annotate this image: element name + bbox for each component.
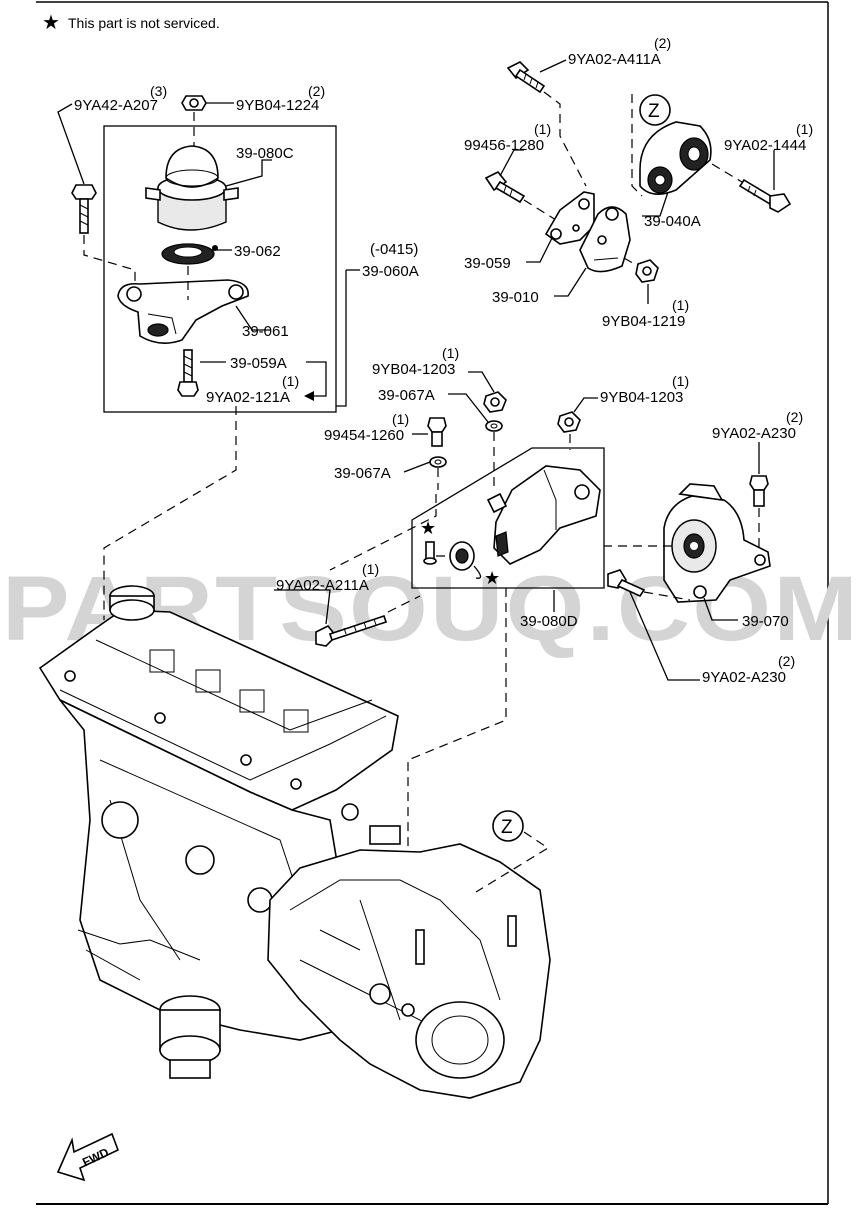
bolt-9ya02-a230-top xyxy=(749,475,769,507)
label-39-080c: 39-080C xyxy=(236,145,294,162)
rubber-mount-39-080c xyxy=(145,145,239,231)
view-z-marker-bottom: Z xyxy=(492,810,524,842)
bolt-99454-1260 xyxy=(427,417,447,447)
label-39-067a-top: 39-067A xyxy=(378,387,435,404)
view-z-label-bottom: Z xyxy=(501,817,513,838)
group-box-39-060a xyxy=(103,125,337,413)
label-9ya02-a211a: 9YA02-A211A xyxy=(276,577,369,594)
stopper-39-062 xyxy=(161,243,218,265)
label-9ya02-a230-top: 9YA02-A230 xyxy=(712,425,796,442)
nut-9yb04-1219 xyxy=(635,259,659,283)
label-9yb04-1224: 9YB04-1224 xyxy=(236,97,319,114)
nut-9yb04-1203-left xyxy=(483,391,507,413)
torque-rod-39-040a xyxy=(639,121,712,195)
bolt-9ya02-a411a xyxy=(506,61,546,94)
label-39-061: 39-061 xyxy=(242,323,289,340)
label-9yb04-1203-left: 9YB04-1203 xyxy=(372,361,455,378)
label-0415: (-0415) xyxy=(370,241,418,258)
qty-9ya02-a411a: (2) xyxy=(654,35,671,51)
label-39-070: 39-070 xyxy=(742,613,789,630)
qty-9ya42-a207: (3) xyxy=(150,83,167,99)
bracket-39-061 xyxy=(117,279,249,344)
bracket-39-080d xyxy=(486,465,601,565)
label-39-040a: 39-040A xyxy=(644,213,701,230)
washer-39-067a-top xyxy=(485,420,503,432)
qty-9ya02-a211a: (1) xyxy=(362,561,379,577)
group-box-39-080d xyxy=(411,447,605,589)
qty-9ya02-a230-bottom: (2) xyxy=(778,653,795,669)
qty-9ya02-a230-top: (2) xyxy=(786,409,803,425)
qty-99456-1280: (1) xyxy=(534,121,551,137)
label-39-059: 39-059 xyxy=(464,255,511,272)
stud-bolt-39-059a xyxy=(177,349,199,397)
label-9yb04-1203-right: 9YB04-1203 xyxy=(600,389,683,406)
label-9ya02-1444: 9YA02-1444 xyxy=(724,137,806,154)
label-39-067a-bottom: 39-067A xyxy=(334,465,391,482)
nut-9yb04-1203-right xyxy=(557,411,581,433)
bolt-9ya02-1444 xyxy=(738,178,792,213)
qty-9yb04-1203-right: (1) xyxy=(672,373,689,389)
view-z-label-top: Z xyxy=(648,101,660,122)
washer-39-067a-bottom xyxy=(429,456,447,468)
qty-99454-1260: (1) xyxy=(392,411,409,427)
qty-9yb04-1203-left: (1) xyxy=(442,345,459,361)
qty-9ya02-1444: (1) xyxy=(796,121,813,137)
label-9ya42-a207: 9YA42-A207 xyxy=(74,97,158,114)
qty-9yb04-1224: (2) xyxy=(308,83,325,99)
bolt-9ya02-a211a xyxy=(315,614,388,647)
bolt-9ya42-a207 xyxy=(71,184,97,234)
bolt-9ya02-a230-bottom xyxy=(607,569,646,598)
fwd-direction-arrow: FWD xyxy=(56,1132,120,1182)
bracket-39-059 xyxy=(544,191,595,245)
note-star-icon: ★ xyxy=(42,10,60,34)
label-9ya02-a230-bottom: 9YA02-A230 xyxy=(702,669,786,686)
label-9yb04-1219: 9YB04-1219 xyxy=(602,313,685,330)
bushing-star-part xyxy=(449,541,482,579)
label-39-080d: 39-080D xyxy=(520,613,578,630)
note-text: This part is not serviced. xyxy=(68,15,220,31)
view-z-marker-top: Z xyxy=(639,94,671,126)
bolt-99456-1280 xyxy=(484,170,526,204)
star-icon-bushing: ★ xyxy=(484,568,500,589)
star-icon-bolt: ★ xyxy=(420,518,436,539)
label-39-062: 39-062 xyxy=(234,243,281,260)
engine-transaxle-assembly xyxy=(38,585,551,1099)
label-39-059a: 39-059A xyxy=(230,355,287,372)
label-99456-1280: 99456-1280 xyxy=(464,137,544,154)
qty-9yb04-1219: (1) xyxy=(672,297,689,313)
bracket-39-010 xyxy=(579,206,631,273)
bolt-star-part xyxy=(423,541,437,565)
nut-9yb04-1224 xyxy=(181,95,207,111)
label-99454-1260: 99454-1260 xyxy=(324,427,404,444)
qty-9ya02-121a: (1) xyxy=(282,373,299,389)
label-39-010: 39-010 xyxy=(492,289,539,306)
label-9ya02-121a: 9YA02-121A xyxy=(206,389,290,406)
label-9ya02-a411a: 9YA02-A411A xyxy=(568,51,661,68)
label-39-060a: 39-060A xyxy=(362,263,419,280)
